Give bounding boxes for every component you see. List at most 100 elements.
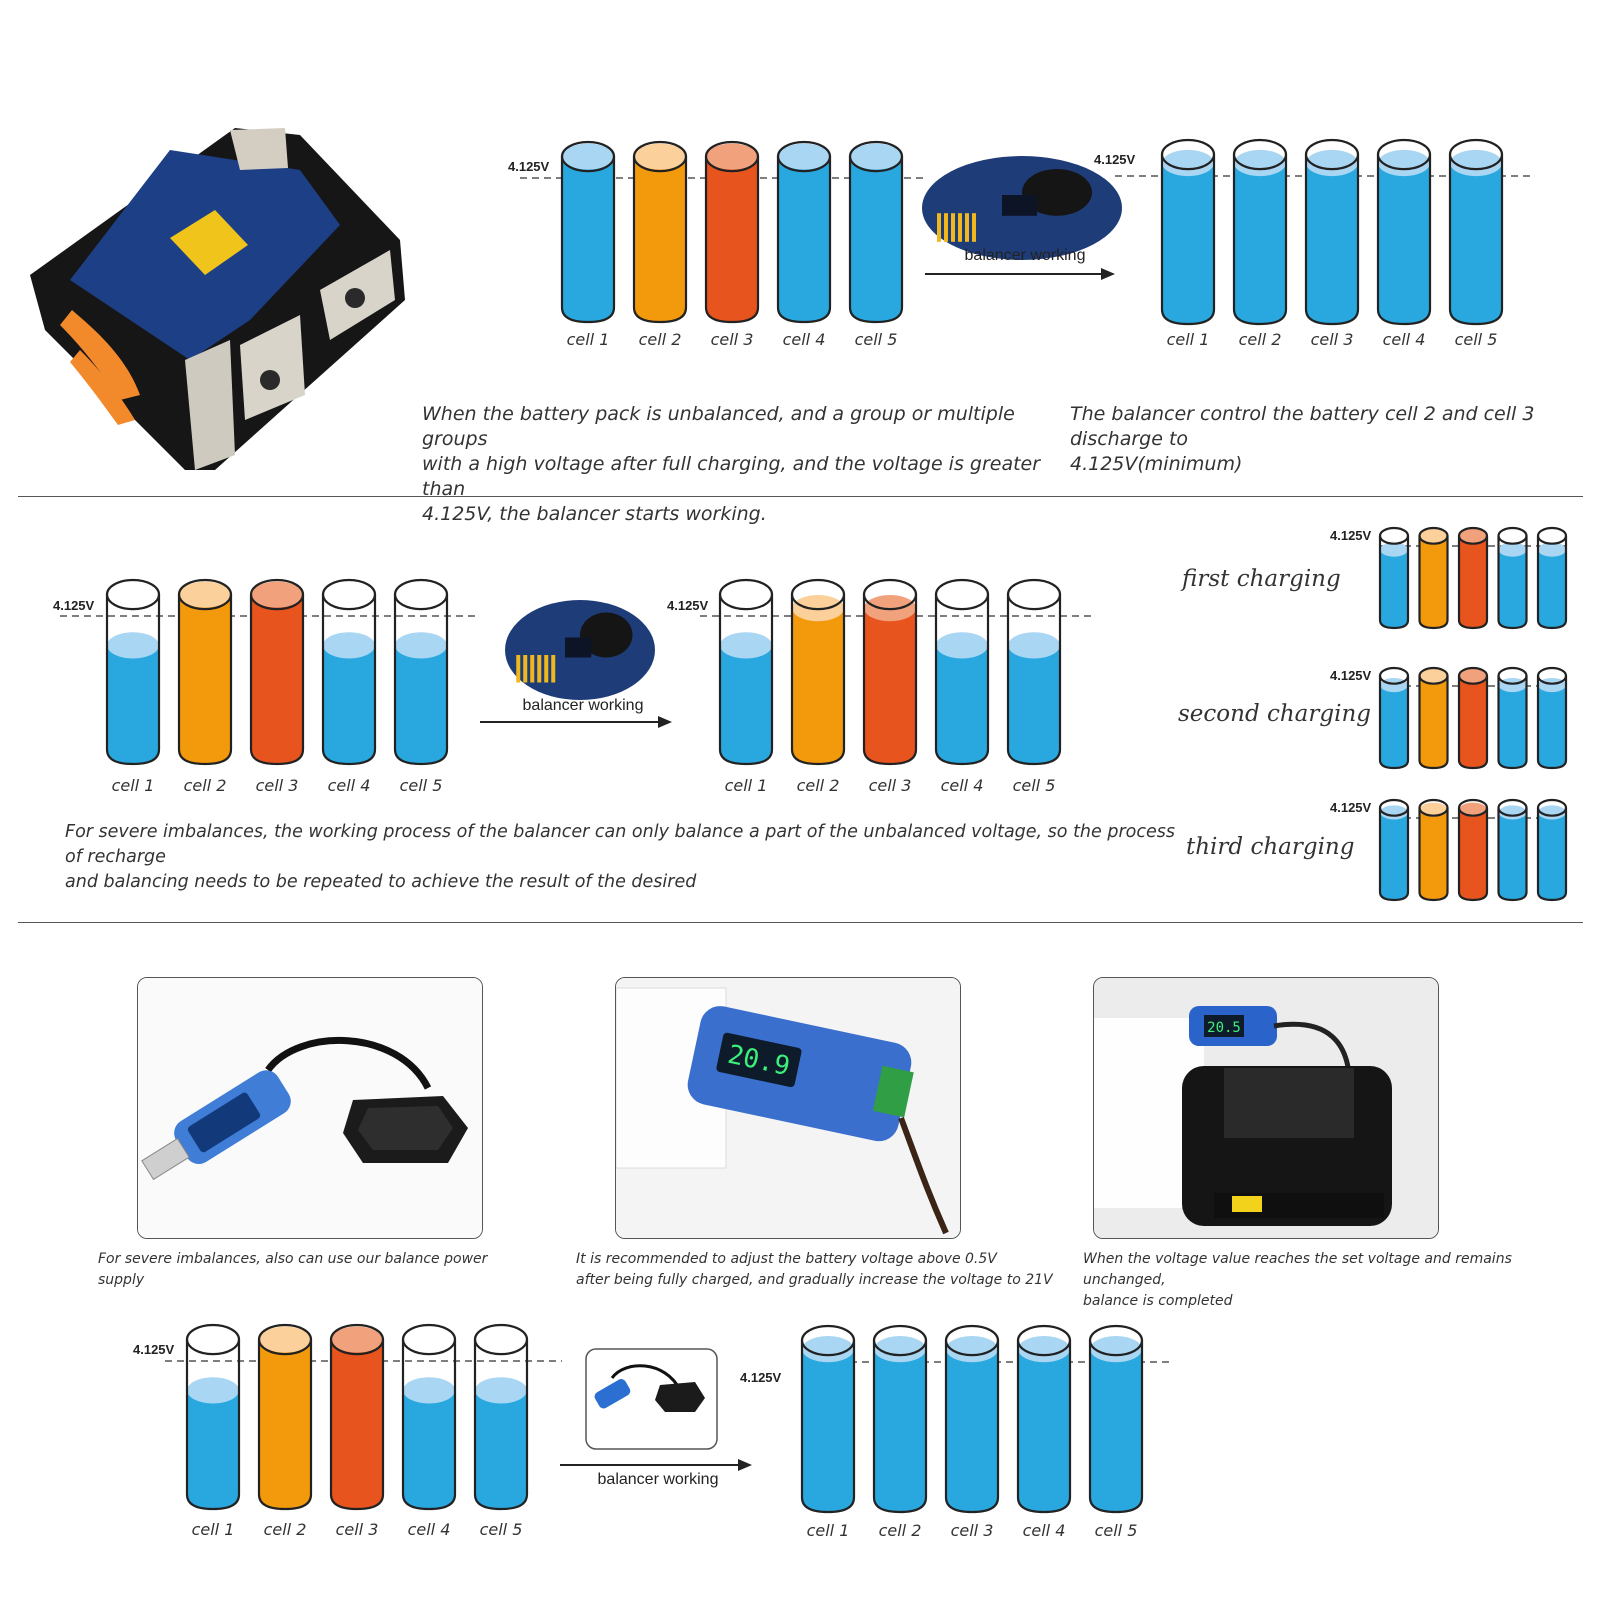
sec2-before-tube-4-outline <box>321 594 377 766</box>
second-charging-label: second charging <box>1178 701 1372 727</box>
stage1-tube-3 <box>1457 526 1489 630</box>
usb-balancer-mini-photo <box>585 1348 718 1450</box>
sec1-after-tube-4-rim <box>1376 138 1432 171</box>
sec2-after-tube-3-outline <box>862 594 918 766</box>
sec1-after-tube-1 <box>1160 138 1216 326</box>
caption2-line1: It is recommended to adjust the battery … <box>576 1251 997 1267</box>
sec2-before-tube-1-rim <box>105 578 161 611</box>
sec3-before-tube-5-liquid-surface <box>475 1377 527 1404</box>
sec2-after-tube-1-liquid <box>720 645 772 764</box>
stage1-tube-5-liquid-surface <box>1538 542 1566 557</box>
sec1-before-tube-2 <box>632 140 688 324</box>
sec3-before-tube-1-rim <box>185 1323 241 1356</box>
sec2-before-cell-label-1: cell 1 <box>111 776 155 795</box>
stage3-tube-5-outline <box>1536 807 1568 902</box>
stage2-tube-1-liquid-surface <box>1380 678 1408 693</box>
sec2-before-tube-5-outline <box>393 594 449 766</box>
sec2-after-tube-5 <box>1006 578 1062 766</box>
sec1-after-tube-2-rim <box>1232 138 1288 171</box>
sec3-after-tube-4-rim <box>1016 1324 1072 1357</box>
sec3-before-cell-label-2: cell 2 <box>263 1520 307 1539</box>
stage1-tube-5 <box>1536 526 1568 630</box>
sec1-after-tube-3 <box>1304 138 1360 326</box>
sec2-after-tube-1 <box>718 578 774 766</box>
sec2-before-tube-2-outline <box>177 594 233 766</box>
sec3-after-tube-3-rim <box>944 1324 1000 1357</box>
sec3-after-tube-5-outline <box>1088 1340 1144 1514</box>
stage3-tube-4-rim <box>1497 798 1528 817</box>
stage3-tube-2-liquid-surface <box>1419 802 1448 817</box>
sec1-before-cell-label-5: cell 5 <box>854 330 898 349</box>
stage1-tube-1-liquid <box>1380 549 1408 628</box>
stage1-tube-4-rim <box>1497 526 1528 545</box>
sec2-before-tube-5-liquid-surface <box>395 632 447 659</box>
caption3-line1: When the voltage value reaches the set v… <box>1083 1251 1512 1288</box>
sec3-after-cell-label-5: cell 5 <box>1094 1521 1138 1540</box>
sec3-after-tube-1 <box>800 1324 856 1514</box>
stage1-tube-1-rim <box>1378 526 1410 545</box>
stage1-tube-4 <box>1497 526 1528 630</box>
sec2-before-tube-2-liquid <box>179 594 231 764</box>
sec2-before-cell-label-3: cell 3 <box>255 776 299 795</box>
sec3-after-tube-5 <box>1088 1324 1144 1514</box>
stage1-tube-3-rim <box>1457 526 1489 545</box>
balancer-chip-photo-1-pin-4 <box>958 213 962 242</box>
stage2-tube-3-rim <box>1457 666 1489 685</box>
mini-photo-frame <box>585 1348 718 1450</box>
sec3-before-cell-label-3: cell 3 <box>335 1520 379 1539</box>
caption-battery-pack: When the voltage value reaches the set v… <box>1083 1249 1593 1312</box>
sec3-before-cell-label-4: cell 4 <box>407 1520 451 1539</box>
battery-pack-photo: 20.5 <box>1093 977 1439 1239</box>
stage3-tube-4-liquid <box>1498 812 1527 900</box>
stage2-tube-4-rim <box>1497 666 1528 685</box>
balancer-chip-photo-1-pin-2 <box>944 213 948 242</box>
sec3-before-tube-5-liquid <box>475 1390 527 1509</box>
sec1-after-tube-3-liquid <box>1306 163 1358 324</box>
sec2-before-tube-3-liquid <box>251 594 303 764</box>
stage3-tube-2-liquid <box>1419 809 1448 900</box>
sec1-after-cell-label-2: cell 2 <box>1238 330 1282 349</box>
sec3-after-tube-4-liquid-surface <box>1018 1336 1070 1363</box>
caption2-line2: after being fully charged, and gradually… <box>576 1272 1053 1288</box>
sec3-before-tube-4-liquid-surface <box>403 1377 455 1404</box>
sec1-after-tube-4-liquid <box>1378 163 1430 324</box>
section2-desc-line1: For severe imbalances, the working proce… <box>65 822 1175 867</box>
sec2-after-tube-1-liquid-surface <box>720 632 772 659</box>
stage1-tube-5-liquid <box>1538 549 1566 628</box>
sec3-after-tube-5-liquid <box>1090 1349 1142 1512</box>
stage3-tube-5-liquid <box>1538 812 1566 900</box>
sec1-after-tube-4 <box>1376 138 1432 326</box>
stage2-tube-5-outline <box>1536 675 1568 770</box>
nickel-strip-1 <box>185 340 235 470</box>
sec1-after-tube-1-liquid <box>1162 163 1214 324</box>
battery-pcb-photo <box>30 128 405 470</box>
sec3-before-tube-2-liquid-surface <box>259 1326 311 1353</box>
stage1-tube-3-liquid-surface <box>1459 528 1487 543</box>
stage3-threshold-label: 4.125V <box>1330 800 1372 815</box>
sec2-before-tube-4-rim <box>321 578 377 611</box>
stage2-tube-2-liquid-surface <box>1419 668 1448 683</box>
stage3-tube-1-liquid <box>1380 812 1408 900</box>
sec1-arrow-head <box>1101 268 1115 280</box>
sec1-before-tube-2-rim <box>632 140 688 173</box>
stage1-tube-2-outline <box>1418 535 1449 630</box>
stage2-tube-4 <box>1497 666 1528 770</box>
sec1-after-threshold-label: 4.125V <box>1094 152 1136 167</box>
sec1-after-tube-4-outline <box>1376 154 1432 326</box>
sec3-after-tube-1-outline <box>800 1340 856 1514</box>
stage1-tube-2-liquid-surface <box>1419 528 1448 543</box>
usb-balancer-icon <box>138 978 482 1238</box>
stage2-tube-5-liquid <box>1538 685 1566 768</box>
sec1-before-tube-1-outline <box>560 156 616 324</box>
sec3-before-tube-3 <box>329 1323 385 1511</box>
sec1-before-threshold-label: 4.125V <box>508 159 550 174</box>
sec1-before-cell-label-4: cell 4 <box>782 330 826 349</box>
divider-top <box>18 496 1583 497</box>
stage2-tube-4-outline <box>1497 675 1528 770</box>
sec2-before-tube-4 <box>321 578 377 766</box>
sec3-before-cell-label-5: cell 5 <box>479 1520 523 1539</box>
sec3-after-cell-label-1: cell 1 <box>806 1521 850 1540</box>
sec3-after-tube-4-outline <box>1016 1340 1072 1514</box>
sec1-after-tube-5-rim <box>1448 138 1504 171</box>
